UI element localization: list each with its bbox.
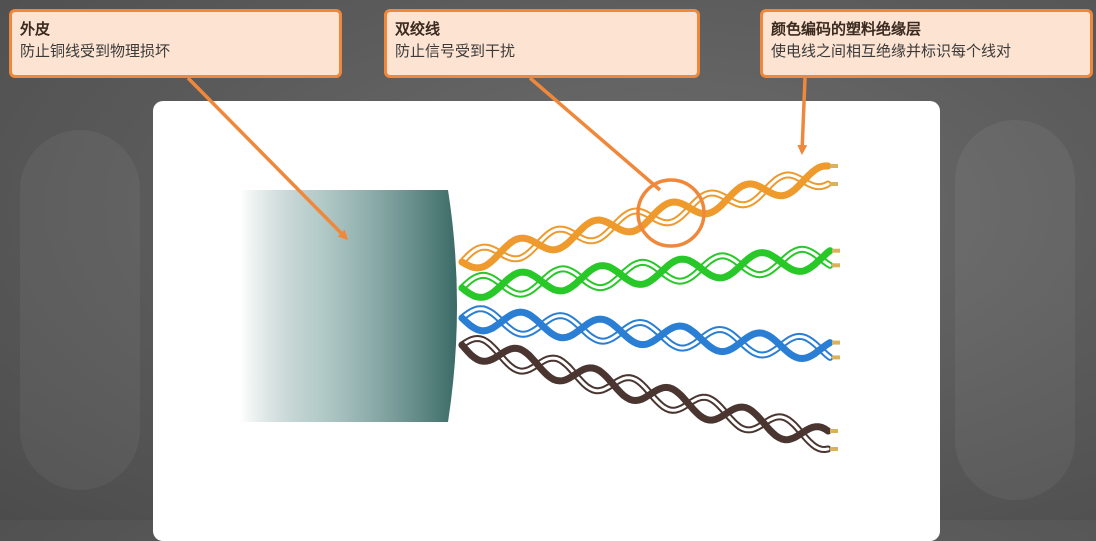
wire-pair-green <box>458 245 840 301</box>
callout-description: 使电线之间相互绝缘并标识每个线对 <box>771 42 1012 60</box>
wire-pair-brown <box>458 334 838 454</box>
background-decoration <box>955 120 1075 500</box>
striped-wire-stripe <box>460 336 830 452</box>
arrow-icon <box>797 77 808 155</box>
wire-pairs <box>458 162 840 454</box>
callout-title: 双绞线 <box>395 20 441 38</box>
solid-wire <box>458 247 834 301</box>
solid-wire <box>458 162 832 272</box>
cable-jacket <box>240 190 457 422</box>
solid-wire <box>458 341 832 444</box>
striped-wire-stripe <box>460 307 832 359</box>
highlight-circle-icon <box>636 178 706 248</box>
callout-insulation: 颜色编码的塑料绝缘层 使电线之间相互绝缘并标识每个线对 <box>760 9 1093 78</box>
callout-jacket: 外皮 防止铜线受到物理损坏 <box>9 9 342 78</box>
callout-twisted-pair: 双绞线 防止信号受到干扰 <box>384 9 700 78</box>
solid-wire <box>458 308 834 363</box>
callout-description: 防止铜线受到物理损坏 <box>20 42 171 60</box>
copper-tip <box>832 248 840 253</box>
striped-wire <box>458 171 832 266</box>
copper-tip <box>830 164 838 168</box>
striped-wire-stripe <box>460 173 830 264</box>
wire-pair-orange <box>458 162 838 272</box>
callout-title: 外皮 <box>20 20 51 38</box>
copper-tip <box>832 340 840 345</box>
copper-tip <box>830 447 838 451</box>
callout-description: 防止信号受到干扰 <box>395 42 516 60</box>
copper-tip <box>832 355 840 360</box>
wire-pair-blue <box>458 305 840 363</box>
callout-title: 颜色编码的塑料绝缘层 <box>771 20 922 38</box>
cable-diagram <box>186 76 840 454</box>
arrow-icon <box>528 76 662 192</box>
striped-wire-stripe <box>460 247 832 296</box>
copper-tip <box>830 429 838 433</box>
copper-tip <box>832 263 840 268</box>
copper-tip <box>830 182 838 186</box>
background-decoration <box>20 130 140 490</box>
arrow-icon <box>186 76 349 241</box>
